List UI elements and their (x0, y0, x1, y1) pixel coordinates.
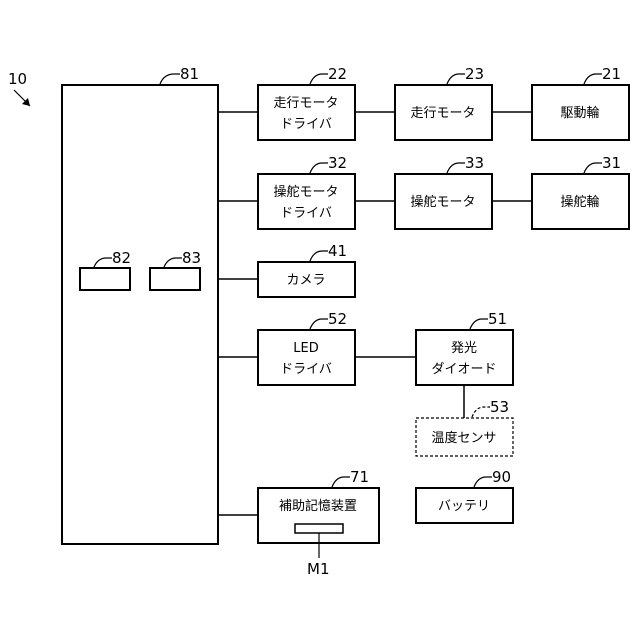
leader-71 (332, 477, 350, 487)
steer-motor-driver-line1: 操舵モータ (273, 184, 338, 200)
leader-22 (310, 74, 328, 84)
medium-m1-slot (295, 524, 343, 533)
leader-33 (447, 163, 465, 173)
ref-label-21: 21 (602, 65, 621, 83)
unit-83-box (150, 268, 200, 290)
ref-label-71: 71 (350, 468, 369, 486)
steer-wheel-label: 操舵輪 (560, 194, 599, 210)
ref-label-51: 51 (488, 310, 507, 328)
temp-sensor-label: 温度センサ (431, 430, 496, 446)
leader-32 (310, 163, 328, 173)
ref-label-52: 52 (328, 310, 347, 328)
unit-82-box (80, 268, 130, 290)
battery-label: バッテリ (438, 499, 490, 514)
leader-53 (472, 407, 490, 417)
steer-motor-driver-line2: ドライバ (280, 206, 332, 221)
ref-label-32: 32 (328, 154, 347, 172)
ref-label-90: 90 (492, 468, 511, 486)
medium-m1-label: M1 (307, 560, 330, 578)
leader-23 (447, 74, 465, 84)
travel-motor-driver-line1: 走行モータ (273, 96, 338, 111)
ref-label-31: 31 (602, 154, 621, 172)
camera-label: カメラ (286, 273, 325, 288)
travel-motor-label: 走行モータ (410, 106, 475, 121)
leader-51 (470, 319, 488, 329)
aux-storage-label: 補助記憶装置 (279, 498, 357, 514)
ref-label-82: 82 (112, 249, 131, 267)
leader-31 (584, 163, 602, 173)
ref-label-23: 23 (465, 65, 484, 83)
ref-label-22: 22 (328, 65, 347, 83)
ref-label-83: 83 (182, 249, 201, 267)
leader-52 (310, 319, 328, 329)
ref-label-53: 53 (490, 398, 509, 416)
ref-label-33: 33 (465, 154, 484, 172)
travel-motor-driver-line2: ドライバ (280, 117, 332, 132)
leader-81 (160, 74, 180, 84)
leader-41 (310, 251, 328, 261)
ref-label-81: 81 (180, 65, 199, 83)
leader-90 (474, 477, 492, 487)
steer-motor-label: 操舵モータ (410, 194, 475, 210)
drive-wheel-label: 駆動輪 (560, 105, 599, 121)
led-driver-line1: LED (293, 341, 318, 356)
led-driver-line2: ドライバ (280, 362, 332, 377)
controller-box (62, 85, 218, 544)
led-line1: 発光 (451, 341, 477, 356)
led-line2: ダイオード (431, 362, 496, 377)
leader-21 (584, 74, 602, 84)
ref-label-10: 10 (8, 70, 27, 88)
ref-label-41: 41 (328, 242, 347, 260)
